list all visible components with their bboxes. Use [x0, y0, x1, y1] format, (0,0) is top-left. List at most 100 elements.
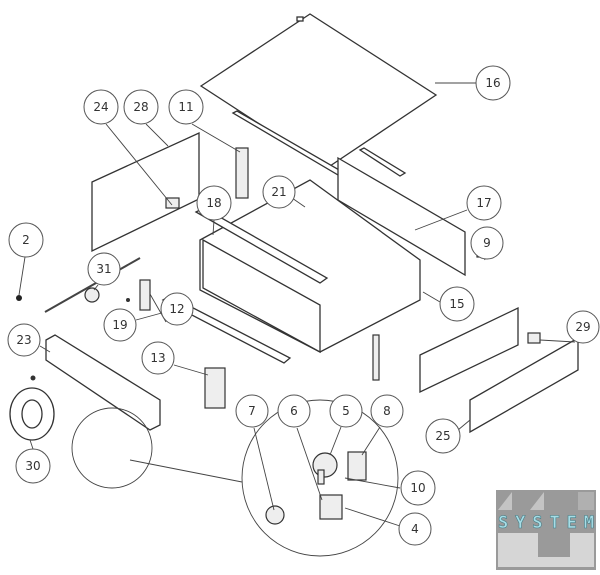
callout-18: 18 — [196, 185, 232, 221]
leader-lines-shape — [457, 419, 471, 431]
callout-12: 12 — [160, 292, 194, 326]
system-logo: SYSTEM — [496, 490, 596, 570]
callout-number: 23 — [16, 333, 31, 347]
callout-number: 19 — [112, 318, 127, 332]
callout-4-shape — [398, 512, 432, 546]
callout-number: 7 — [248, 404, 256, 418]
control-panel-part-23 — [45, 334, 161, 431]
leader-lines-shape — [539, 339, 576, 343]
bracket-part-24 — [165, 197, 180, 209]
thermostat-part-5 — [312, 452, 338, 478]
callout-number: 10 — [410, 481, 425, 495]
leader-lines-shape — [296, 427, 323, 501]
callout-17: 17 — [466, 185, 502, 221]
callout-number: 31 — [96, 262, 111, 276]
callout-10: 10 — [400, 470, 436, 506]
callout-23-shape — [7, 323, 41, 357]
callout-8-shape — [370, 394, 404, 428]
callout-21-shape — [262, 175, 296, 209]
top-panel-part-16 — [199, 13, 438, 169]
bracket-part-12 — [139, 279, 151, 311]
callout-number: 6 — [290, 404, 298, 418]
callout-18-shape — [196, 185, 232, 221]
callout-number: 2 — [22, 233, 30, 247]
leader-lines-shape — [344, 507, 401, 527]
system-logo-shape — [538, 557, 570, 567]
detail-circle-large — [241, 399, 399, 557]
callout-19: 19 — [103, 308, 137, 342]
vent-panel-part-25 — [469, 336, 579, 434]
leader-lines-shape — [173, 364, 209, 376]
top-panel-part-16-shape — [199, 13, 438, 169]
leader-lines — [18, 82, 576, 527]
callout-8: 8 — [370, 394, 404, 428]
leader-lines-shape — [344, 477, 401, 489]
callout-9: 9 — [470, 226, 504, 260]
callout-30: 30 — [15, 448, 51, 484]
leader-lines-shape — [253, 427, 275, 511]
knob-part-7 — [265, 505, 285, 525]
callout-number: 24 — [93, 100, 108, 114]
rear-panel-part-17 — [337, 156, 466, 277]
callout-5: 5 — [329, 394, 363, 428]
callout-29-shape — [566, 310, 600, 344]
callout-10-shape — [400, 470, 436, 506]
callout-6: 6 — [277, 394, 311, 428]
callout-31: 31 — [87, 252, 121, 286]
callout-number: 5 — [342, 404, 350, 418]
callout-5-shape — [329, 394, 363, 428]
front-frame — [202, 238, 321, 354]
callout-24-shape — [83, 89, 119, 125]
callout-7-shape — [235, 394, 269, 428]
leader-lines-shape — [18, 256, 26, 296]
callout-number: 30 — [25, 459, 40, 473]
callout-number: 25 — [435, 429, 450, 443]
callout-number: 11 — [178, 100, 193, 114]
callout-24: 24 — [83, 89, 119, 125]
callout-23: 23 — [7, 323, 41, 357]
callout-number: 18 — [206, 196, 221, 210]
callout-25-shape — [425, 418, 461, 454]
system-logo-shape — [530, 492, 544, 510]
leader-lines-shape — [414, 209, 468, 231]
rod-part — [44, 257, 141, 313]
callout-16-shape — [475, 65, 511, 101]
callout-number: 8 — [383, 404, 391, 418]
callout-28: 28 — [123, 89, 159, 125]
system-logo-shape — [570, 533, 594, 567]
callout-28-shape — [123, 89, 159, 125]
leader-lines-shape — [361, 426, 381, 456]
leader-lines-shape — [422, 291, 441, 303]
plate-part — [419, 306, 519, 394]
knob-part-31 — [84, 287, 100, 303]
callout-2: 2 — [8, 222, 44, 258]
callout-number: 15 — [449, 297, 464, 311]
label-part-29 — [527, 332, 541, 344]
callout-17-shape — [466, 185, 502, 221]
leader-lines-shape — [291, 197, 306, 208]
callout-9-shape — [470, 226, 504, 260]
diagram-svg-shape — [21, 399, 43, 429]
callout-25: 25 — [425, 418, 461, 454]
callout-21: 21 — [262, 175, 296, 209]
callout-number: 9 — [483, 236, 491, 250]
callout-number: 13 — [150, 351, 165, 365]
leader-lines-shape — [29, 439, 34, 450]
system-logo-shape — [498, 492, 512, 510]
callout-2-shape — [8, 222, 44, 258]
callout-13-shape — [141, 341, 175, 375]
washer-part — [126, 298, 130, 302]
diagram-svg-shape — [129, 459, 243, 483]
leader-lines-shape — [105, 123, 173, 206]
leader-lines-shape — [93, 284, 99, 291]
leader-lines-shape — [145, 123, 169, 147]
callout-31-shape — [87, 252, 121, 286]
callout-11: 11 — [168, 89, 204, 125]
callout-number: 29 — [575, 320, 590, 334]
callout-16: 16 — [475, 65, 511, 101]
callout-6-shape — [277, 394, 311, 428]
post-part — [372, 334, 380, 381]
callout-11-shape — [168, 89, 204, 125]
